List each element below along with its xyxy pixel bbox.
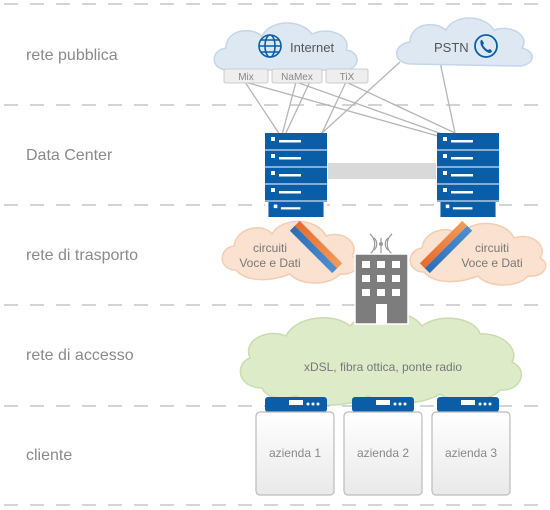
row-label-public: rete pubblica — [26, 47, 118, 64]
access-cloud-label: xDSL, fibra ottica, ponte radio — [304, 360, 462, 374]
row-label-datacenter: Data Center — [26, 147, 113, 164]
row-label-client: cliente — [26, 447, 72, 464]
internet-label: Internet — [290, 40, 334, 55]
modem-icon — [265, 397, 327, 412]
client-box-1 — [255, 411, 335, 496]
client-boxes: azienda 1 azienda 2 azienda 3 — [255, 411, 511, 496]
datacenter-link — [328, 163, 436, 179]
transport-right-line1: circuiti — [475, 241, 509, 255]
exchange-box-tix — [325, 68, 369, 84]
fiber-link-icon — [419, 220, 473, 274]
globe-icon — [258, 34, 282, 58]
uplink-lines — [244, 59, 456, 139]
transport-left-line2: Voce e Dati — [239, 256, 300, 270]
pstn-cloud: PSTN — [396, 17, 533, 67]
exchange-box-mix — [223, 68, 269, 84]
client-box-3 — [431, 411, 511, 496]
client-label-3: azienda 3 — [445, 446, 497, 460]
transport-cloud-left: circuiti Voce e Dati — [221, 220, 359, 284]
building-icon — [354, 233, 409, 325]
server-rack-left — [265, 133, 327, 217]
exchange-label-mix: Mix — [238, 72, 254, 83]
modem-icon — [352, 397, 414, 412]
client-box-2 — [343, 411, 423, 496]
client-label-2: azienda 2 — [357, 446, 409, 460]
exchange-boxes: Mix NaMex TiX — [223, 68, 369, 84]
access-cloud: xDSL, fibra ottica, ponte radio — [239, 311, 523, 406]
row-label-access: rete di accesso — [26, 347, 134, 364]
transport-right-line2: Voce e Dati — [461, 256, 522, 270]
internet-cloud: Internet — [213, 22, 358, 71]
row-label-transport: rete di trasporto — [26, 247, 138, 264]
server-rack-right — [437, 133, 499, 217]
client-modems — [265, 397, 499, 412]
phone-icon — [474, 34, 498, 58]
exchange-label-namex: NaMex — [281, 72, 313, 83]
client-label-1: azienda 1 — [269, 446, 321, 460]
exchange-box-namex — [271, 68, 323, 84]
exchange-label-tix: TiX — [340, 72, 355, 83]
transport-cloud-right: circuiti Voce e Dati — [409, 220, 547, 286]
modem-icon — [437, 397, 499, 412]
row-labels: rete pubblica Data Center rete di traspo… — [26, 47, 138, 464]
pstn-label: PSTN — [434, 40, 469, 55]
fiber-link-icon — [289, 220, 343, 274]
transport-left-line1: circuiti — [253, 241, 287, 255]
